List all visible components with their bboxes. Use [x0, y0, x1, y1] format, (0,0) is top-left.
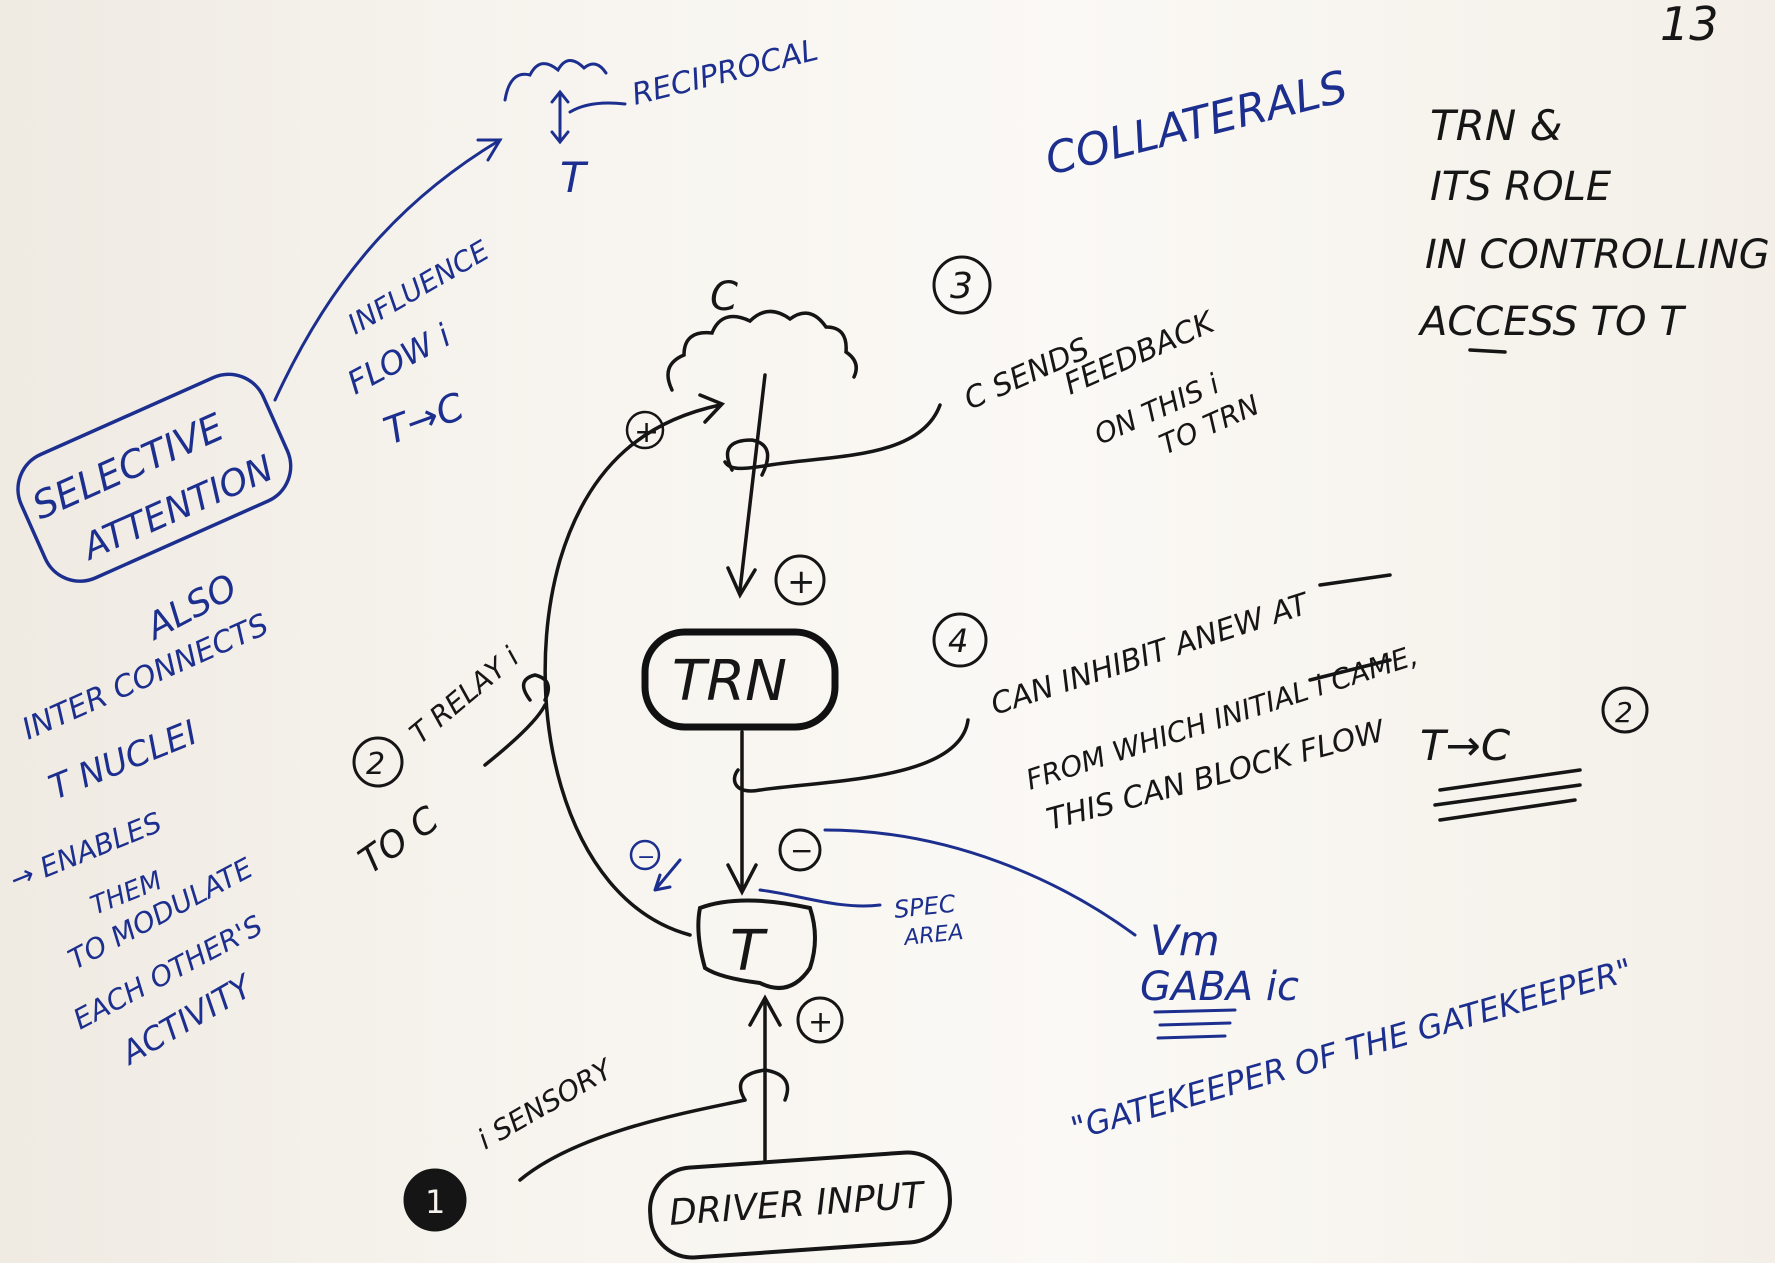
driver-input-label: DRIVER INPUT: [668, 1175, 928, 1234]
collaterals-note: COLLATERALS: [1040, 61, 1352, 185]
reciprocal-sketch: T RECIPROCAL: [503, 33, 822, 202]
spec-area-line-1: SPEC: [893, 890, 957, 924]
attention-arrow: [273, 138, 502, 402]
input-plus-circle: [796, 996, 844, 1044]
t-to-cortex-arrow: [543, 403, 722, 937]
feedback-collateral: [723, 403, 942, 471]
also-line-2: INTER CONNECTS: [17, 607, 274, 747]
title-line-3: IN CONTROLLING: [1425, 232, 1770, 278]
small-minus-sign: −: [637, 845, 655, 870]
gaba-line-1: Vm: [1150, 916, 1220, 965]
cortex-plus-circle: [625, 410, 665, 450]
trn-collateral-loop: [725, 438, 770, 477]
small-minus-circle: [629, 839, 661, 871]
attention-arrowhead-icon: [476, 138, 503, 162]
trn-label: TRN: [672, 649, 787, 714]
step-4-number: 4: [948, 622, 968, 660]
gaba-pointer: [823, 828, 1137, 937]
cortex-label: C: [710, 274, 738, 320]
page-title: TRN & ITS ROLE IN CONTROLLING ACCESS TO …: [1417, 101, 1770, 354]
sensory-collateral: [518, 1098, 747, 1182]
small-minus-arrow: [653, 858, 682, 892]
step-3-number: 3: [950, 266, 973, 307]
trn-to-t-arrowhead-icon: [726, 863, 758, 896]
step-4-circle: [932, 612, 988, 668]
cortex-to-trn-arrow: [738, 373, 767, 592]
step-2: 2 T RELAY i TO C: [352, 640, 526, 882]
title-underline: [1468, 348, 1507, 354]
page-number: 13: [1660, 0, 1719, 51]
trn-plus-circle: [774, 554, 826, 606]
trn-plus-sign: +: [787, 562, 816, 602]
step-4-ref-circle: [1601, 686, 1649, 734]
step-1-text: i SENSORY: [472, 1052, 620, 1156]
step-4: 4 CAN INHIBIT ANEW AT FROM WHICH INITIAL…: [932, 573, 1649, 838]
gaba-line-2: GABA ic: [1140, 964, 1299, 1010]
input-collateral-loop: [738, 1068, 790, 1102]
block-flow-underline: [1433, 768, 1582, 822]
spec-area-pointer: [758, 888, 882, 908]
relay-collateral-loop: [521, 673, 551, 702]
step-4-ref-number: 2: [1615, 696, 1633, 729]
driver-input-node: DRIVER INPUT: [648, 1150, 952, 1260]
step-2-line-1: T RELAY i: [403, 640, 525, 750]
reciprocal-note: RECIPROCAL: [628, 33, 821, 113]
step-1-circle: [403, 1168, 467, 1232]
step-3-circle: [932, 255, 992, 315]
selective-attention-frame: [16, 372, 293, 583]
step-2-circle: [352, 736, 404, 788]
trn-node: TRN: [641, 628, 839, 731]
influence-note: INFLUENCE FLOW i T→C: [341, 234, 495, 454]
t-minus-circle: [778, 828, 822, 872]
thalamus-node: T: [696, 898, 817, 990]
also-note: ALSO INTER CONNECTS T NUCLEI → ENABLES T…: [5, 567, 274, 1073]
t-minus-sign: −: [790, 834, 813, 867]
title-line-2: ITS ROLE: [1430, 164, 1612, 210]
input-plus-sign: +: [808, 1005, 833, 1040]
gaba-underline: [1153, 1008, 1237, 1040]
step-1-number: 1: [425, 1183, 445, 1221]
step-3: 3 C SENDS FEEDBACK ON THIS i TO TRN: [932, 255, 1264, 461]
t-to-cortex-arrowhead-icon: [698, 393, 726, 424]
inhibit-collateral: [732, 718, 970, 793]
step-2-line-2: TO C: [352, 798, 447, 882]
step-4-line-4: T→C: [1420, 721, 1511, 770]
spec-area-line-2: AREA: [901, 920, 965, 951]
cortex-cloud: [666, 309, 858, 392]
influence-line-3: T→C: [378, 384, 470, 453]
thalamus-label: T: [730, 919, 768, 984]
title-line-1: TRN &: [1430, 101, 1562, 150]
trn-box: [641, 628, 839, 731]
cortex-to-trn-arrowhead-icon: [726, 566, 757, 599]
small-t-label: T: [560, 153, 589, 202]
step-2-number: 2: [366, 747, 385, 782]
input-to-t-arrowhead-icon: [748, 994, 782, 1027]
thalamus-box: [696, 898, 817, 990]
title-line-4: ACCESS TO T: [1417, 299, 1687, 345]
influence-line-1: INFLUENCE: [342, 234, 495, 341]
small-cortex-cloud: [503, 59, 608, 102]
driver-input-box: [648, 1150, 952, 1260]
selective-attention-box: SELECTIVE ATTENTION: [16, 372, 293, 583]
reciprocal-arrow-icon: [550, 89, 570, 145]
cortex-node: C +: [625, 274, 858, 450]
